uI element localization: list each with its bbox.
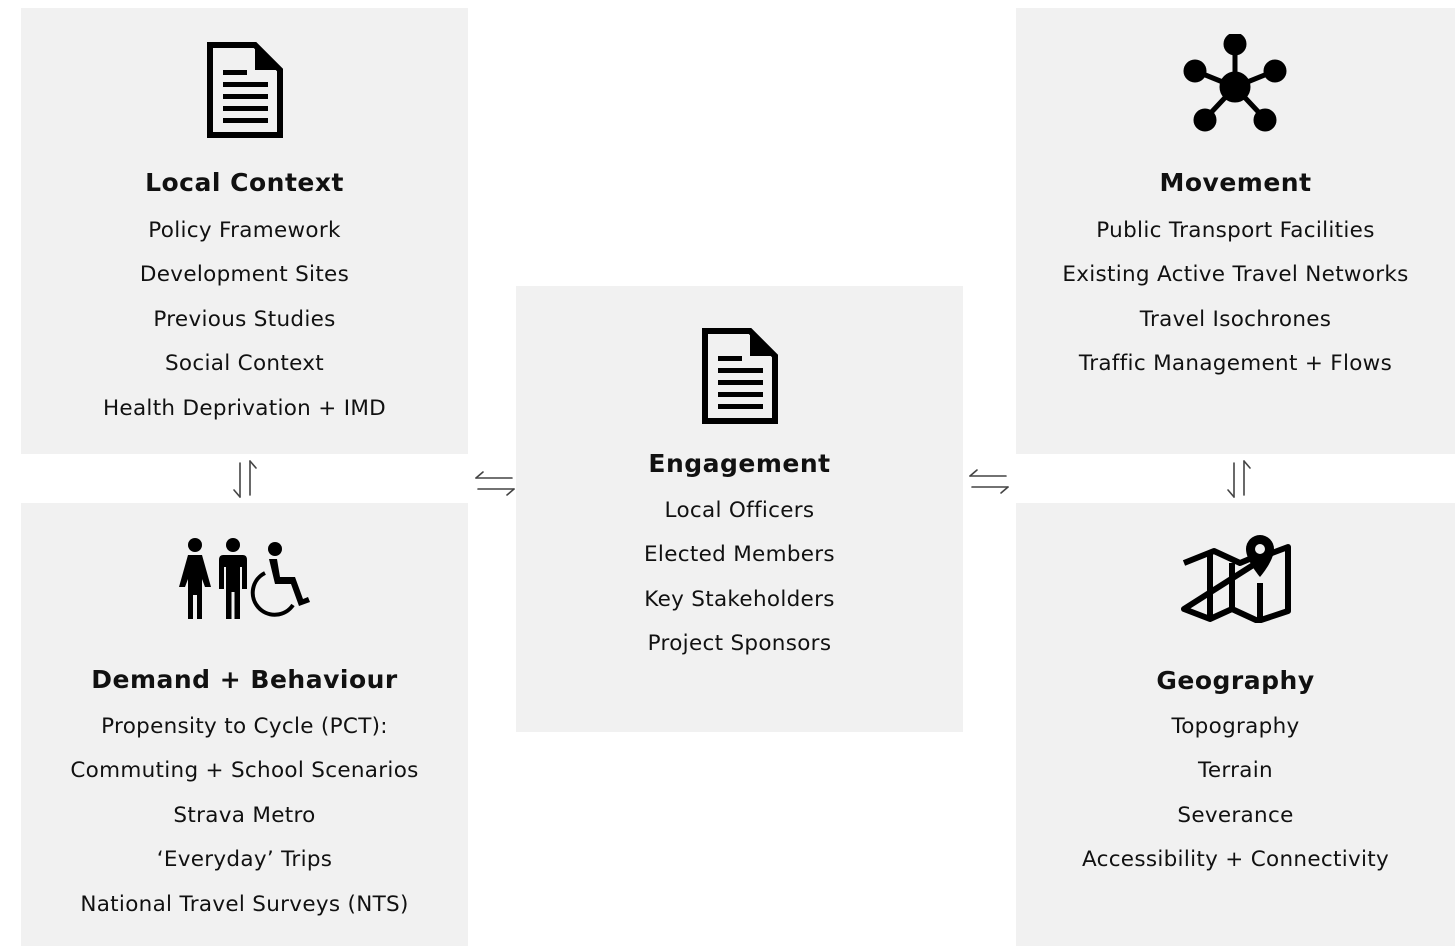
geography-item: Severance — [1177, 803, 1294, 828]
demand-behaviour-item: Strava Metro — [173, 803, 316, 828]
vertical-bidirectional-arrow-icon — [1227, 460, 1251, 498]
geography-title: Geography — [1156, 666, 1315, 695]
vertical-bidirectional-arrow-icon — [233, 460, 257, 498]
movement-box: Movement Public Transport Facilities Exi… — [1016, 8, 1455, 454]
movement-title: Movement — [1159, 168, 1312, 197]
geography-box: Geography Topography Terrain Severance A… — [1016, 503, 1455, 946]
local-context-box: Local Context Policy Framework Developme… — [21, 8, 468, 454]
document-icon — [701, 328, 778, 424]
local-context-item: Policy Framework — [148, 218, 341, 243]
engagement-item: Local Officers — [664, 498, 815, 523]
horizontal-bidirectional-arrow-icon — [475, 471, 515, 496]
local-context-item: Previous Studies — [153, 307, 336, 332]
demand-behaviour-title: Demand + Behaviour — [91, 665, 398, 694]
engagement-item: Key Stakeholders — [644, 587, 835, 612]
geography-item: Topography — [1171, 714, 1300, 739]
movement-item: Traffic Management + Flows — [1078, 351, 1393, 376]
document-icon — [206, 42, 283, 138]
map-pin-icon — [1180, 535, 1291, 623]
engagement-title: Engagement — [648, 449, 831, 478]
demand-behaviour-item: Propensity to Cycle (PCT): — [101, 714, 388, 739]
local-context-item: Development Sites — [139, 262, 350, 287]
people-accessibility-icon — [178, 538, 310, 619]
movement-item: Travel Isochrones — [1139, 307, 1332, 332]
local-context-title: Local Context — [145, 168, 344, 197]
network-hub-icon — [1183, 34, 1286, 132]
demand-behaviour-box: Demand + Behaviour Propensity to Cycle (… — [21, 503, 468, 946]
engagement-item: Elected Members — [644, 542, 835, 567]
local-context-item: Social Context — [164, 351, 324, 376]
engagement-item: Project Sponsors — [647, 631, 832, 656]
movement-item: Public Transport Facilities — [1096, 218, 1375, 243]
horizontal-bidirectional-arrow-icon — [969, 469, 1009, 494]
demand-behaviour-item: Commuting + School Scenarios — [70, 758, 419, 783]
movement-item: Existing Active Travel Networks — [1062, 262, 1409, 287]
demand-behaviour-item: ‘Everyday’ Trips — [156, 847, 333, 872]
local-context-item: Health Deprivation + IMD — [102, 396, 387, 421]
engagement-box: Engagement Local Officers Elected Member… — [516, 286, 963, 732]
geography-item: Accessibility + Connectivity — [1081, 847, 1390, 872]
geography-item: Terrain — [1198, 758, 1273, 783]
demand-behaviour-item: National Travel Surveys (NTS) — [80, 892, 409, 917]
